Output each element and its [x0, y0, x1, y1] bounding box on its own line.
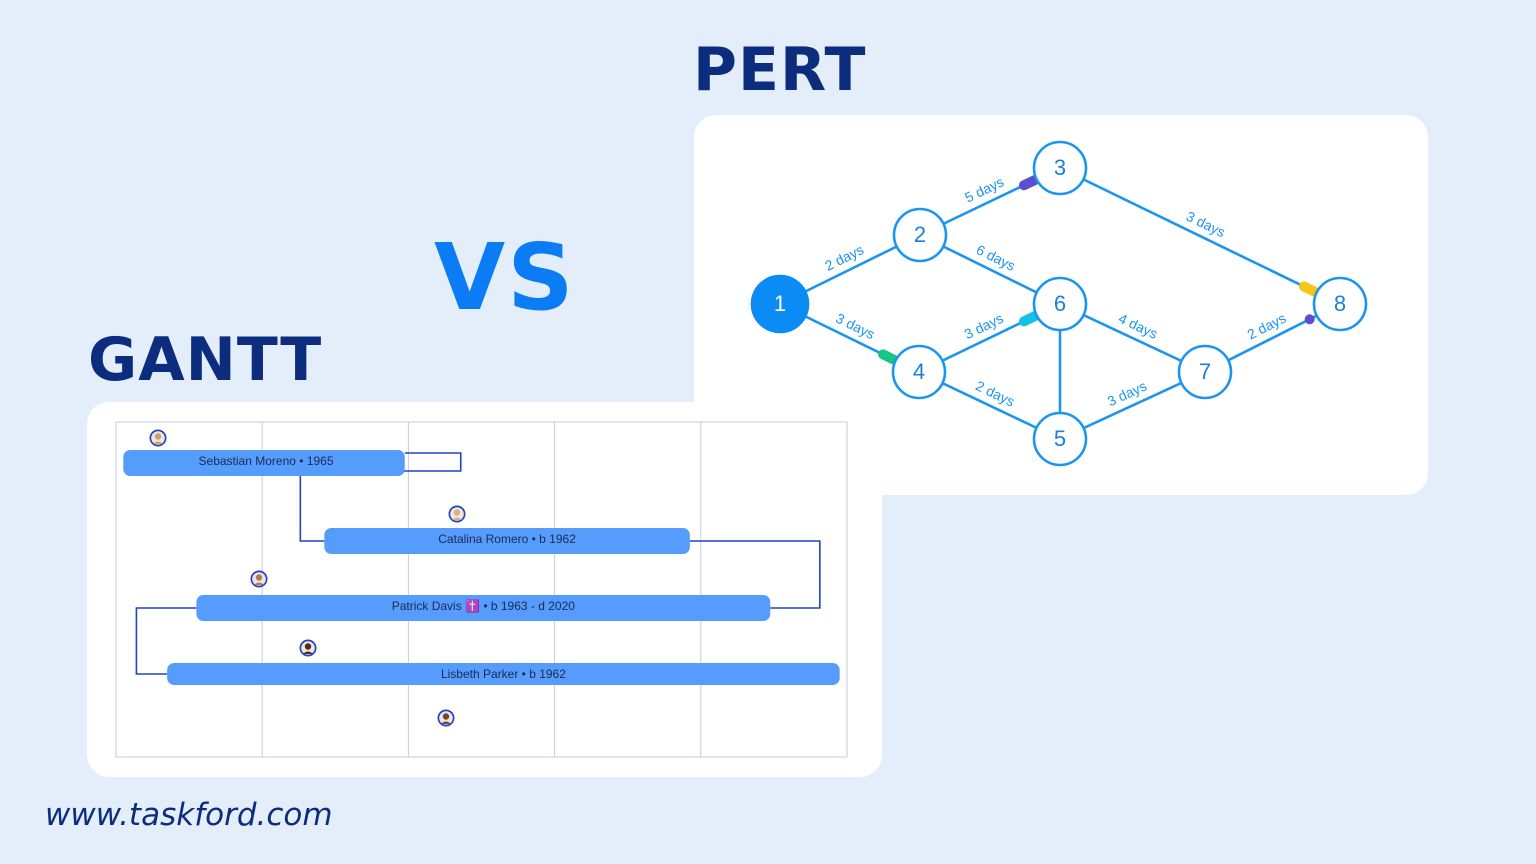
gantt-bar-rect	[167, 663, 840, 685]
avatar-shoulders	[452, 517, 462, 520]
gantt-bar-label: Patrick Davis ✝️ • b 1963 - d 2020	[392, 599, 576, 613]
pert-edge-label: 3 days	[1184, 208, 1228, 240]
pert-milestone-marker	[1304, 314, 1315, 325]
pert-node-label: 7	[1199, 359, 1211, 384]
pert-node-7[interactable]: 7	[1177, 344, 1233, 400]
pert-nodes: 1 2 3 4 5 6 7 8	[750, 140, 1368, 467]
pert-node-label: 3	[1054, 155, 1066, 180]
pert-node-circle	[1032, 140, 1088, 196]
gantt-avatars	[149, 429, 466, 727]
gantt-bar[interactable]: Sebastian Moreno • 1965	[123, 450, 405, 476]
avatar-shoulders	[153, 441, 163, 444]
pert-node-label: 1	[774, 291, 786, 316]
gantt-grid-frame	[115, 421, 848, 758]
pert-node-circle	[1032, 411, 1088, 467]
pert-markers	[878, 175, 1320, 365]
pert-edge-label: 4 days	[1116, 310, 1160, 342]
gantt-bar-rect	[123, 450, 405, 476]
patrick-avatar[interactable]	[250, 570, 268, 588]
pert-node-circle	[892, 207, 948, 263]
extra-avatar[interactable]	[437, 709, 455, 727]
gantt-bar-label: Catalina Romero • b 1962	[438, 532, 576, 546]
pert-title: PERT	[693, 35, 867, 105]
pert-edge-label: 3 days	[833, 310, 877, 343]
pert-edge-label: 5 days	[962, 173, 1006, 205]
pert-node-label: 2	[914, 222, 926, 247]
gantt-dependency-connector	[135, 607, 197, 675]
pert-node-4[interactable]: 4	[891, 344, 947, 400]
vs-title: VS	[434, 224, 576, 331]
pert-node-3[interactable]: 3	[1032, 140, 1088, 196]
pert-diagram: 2 days 3 days 5 days 6 days 3 days 3 days 2 da…	[750, 140, 1368, 467]
gantt-bar[interactable]: Catalina Romero • b 1962	[324, 528, 690, 554]
gantt-bar[interactable]: Lisbeth Parker • b 1962	[167, 663, 840, 685]
pert-milestone-marker	[1298, 281, 1320, 297]
sebastian-avatar[interactable]	[149, 429, 167, 447]
avatar-shoulders	[254, 582, 264, 585]
pert-milestone-marker	[1018, 311, 1040, 327]
pert-node-8[interactable]: 8	[1312, 276, 1368, 332]
footer-url[interactable]: www.taskford.com	[45, 797, 333, 833]
pert-edge-label: 2 days	[973, 377, 1017, 409]
gantt-grid	[115, 421, 848, 758]
lisbeth-avatar[interactable]	[299, 639, 317, 657]
avatar-shoulders	[303, 651, 313, 654]
pert-node-2[interactable]: 2	[892, 207, 948, 263]
pert-node-5[interactable]: 5	[1032, 411, 1088, 467]
gantt-dependencies	[135, 452, 821, 675]
pert-node-label: 6	[1054, 291, 1066, 316]
pert-node-label: 8	[1334, 291, 1346, 316]
pert-node-circle	[1312, 276, 1368, 332]
pert-edge-label: 2 days	[1244, 310, 1288, 343]
pert-node-1[interactable]: 1	[750, 274, 810, 334]
avatar-head	[442, 713, 450, 720]
pert-edge-label: 3 days	[1105, 378, 1149, 410]
avatar-shoulders	[441, 721, 451, 724]
pert-node-circle	[750, 274, 810, 334]
gantt-bar-rect	[324, 528, 690, 554]
pert-node-label: 4	[913, 359, 925, 384]
gantt-bar-rect	[196, 595, 771, 621]
pert-node-circle	[1177, 344, 1233, 400]
avatar-head	[255, 574, 263, 581]
gantt-bar-label: Lisbeth Parker • b 1962	[441, 667, 566, 681]
gantt-dependency-connector	[689, 540, 821, 609]
pert-node-6[interactable]: 6	[1032, 276, 1088, 332]
pert-node-circle	[891, 344, 947, 400]
pert-edge-label: 6 days	[974, 241, 1018, 274]
pert-edge-label: 2 days	[822, 241, 866, 274]
catalina-avatar[interactable]	[448, 505, 466, 523]
avatar-head	[453, 509, 461, 516]
avatar-head	[304, 643, 312, 650]
gantt-bar-label: Sebastian Moreno • 1965	[199, 454, 334, 468]
pert-milestone-marker	[1018, 175, 1040, 191]
avatar-head	[154, 433, 162, 440]
pert-node-circle	[1032, 276, 1088, 332]
gantt-bar[interactable]: Patrick Davis ✝️ • b 1963 - d 2020	[196, 595, 771, 621]
gantt-title: GANTT	[88, 325, 323, 395]
pert-node-label: 5	[1054, 426, 1066, 451]
pert-milestone-marker	[878, 349, 899, 365]
pert-edge-3-8	[1059, 166, 1341, 306]
pert-edge-label: 3 days	[962, 310, 1006, 342]
